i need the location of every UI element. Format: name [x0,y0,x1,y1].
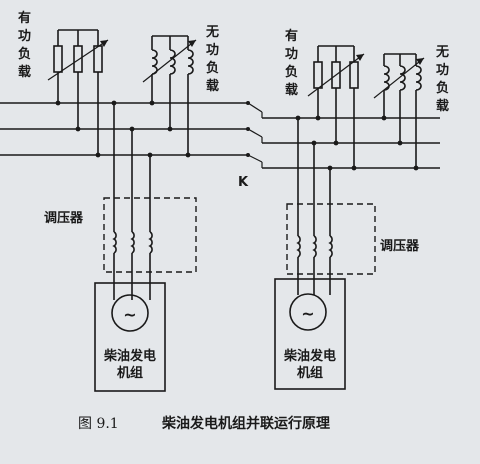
left-active-load-label-2: 功 [18,29,31,44]
left-inductor-1 [151,49,158,75]
switch-k [246,101,263,168]
left-resistor-3 [93,45,103,73]
left-reactive-load [142,35,197,158]
left-reactive-load-label-2: 功 [206,43,219,58]
right-inductor-3 [415,65,422,91]
switch-k-label: K [238,175,249,190]
left-inductor-2 [169,49,176,75]
right-genset-label-2: 机组 [297,365,323,381]
right-resistor-3 [349,61,359,89]
left-genset-box [94,282,166,392]
left-inductor-3 [187,49,194,75]
left-feeders [111,100,153,300]
left-active-load-label-4: 载 [18,64,31,80]
left-active-load [47,29,109,158]
right-active-load-label-3: 负 [285,64,298,80]
left-reactive-adjust-arrow [142,39,197,83]
right-genset-label-1: 柴油发电 [283,348,336,364]
right-active-load-label-2: 功 [285,47,298,62]
right-reactive-adjust-arrow [373,57,425,99]
right-reactive-load [373,53,425,171]
bus-bars [0,102,440,169]
right-reactive-load-label-1: 无 [435,45,449,60]
right-reactive-load-label-3: 负 [436,80,449,96]
right-active-adjust-arrow [307,53,365,97]
left-resistor-1 [53,45,63,73]
left-generator-circle [111,294,149,332]
figure-caption-text: 柴油发电机组并联运行原理 [161,415,330,432]
figure-caption-number: 图 9.1 [78,416,119,432]
left-active-adjust-arrow [47,39,109,81]
right-generator-symbol: ~ [301,304,314,323]
right-active-load [307,45,365,171]
right-feeders [295,115,333,295]
left-generator-symbol: ~ [123,305,136,324]
left-genset-label-1: 柴油发电 [103,348,156,364]
right-resistor-1 [313,61,323,89]
right-regulator-box [286,203,376,275]
switch-pole-b [247,128,263,138]
right-generator-circle [289,293,327,331]
left-active-load-label-3: 负 [18,46,31,62]
switch-pole-c [247,154,263,163]
switch-pole-a [247,102,263,113]
left-regulator-label: 调压器 [44,211,84,226]
left-genset-label-2: 机组 [117,365,143,381]
right-regulator-label: 调压器 [380,239,420,254]
left-regulator-box [103,197,197,273]
right-reactive-load-label-4: 载 [436,98,449,114]
right-inductor-2 [399,65,406,91]
left-resistor-2 [73,45,83,73]
left-active-load-label-1: 有 [18,10,31,26]
left-reactive-load-label-4: 载 [206,78,219,94]
left-reactive-load-label-1: 无 [205,25,219,40]
left-reactive-load-label-3: 负 [206,60,219,76]
right-active-load-label-4: 载 [285,82,298,98]
right-reactive-load-label-2: 功 [436,63,449,78]
right-active-load-label-1: 有 [285,28,298,44]
right-genset-box [274,278,346,390]
